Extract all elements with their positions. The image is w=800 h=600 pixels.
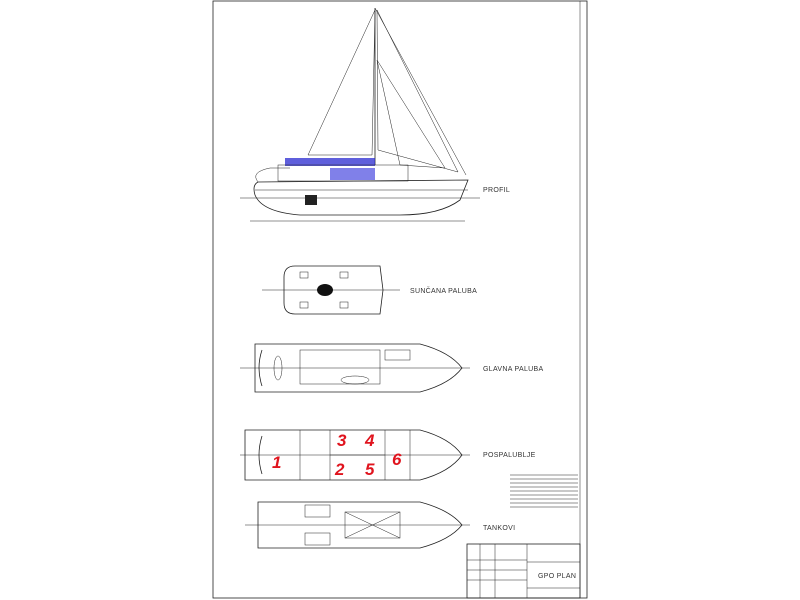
engine [305, 195, 317, 205]
profile-label: PROFIL [483, 187, 510, 194]
forestay [374, 7, 467, 176]
specifications-table [510, 474, 578, 508]
profile-view: PROFIL [240, 7, 510, 222]
drawing-title: GPO PLAN [538, 573, 576, 580]
cabin-number: 6 [392, 450, 402, 469]
saloon-window [330, 168, 375, 180]
cabin-number: 4 [364, 431, 375, 450]
main-deck-view: GLAVNA PALUBA [240, 343, 543, 393]
staysail [376, 59, 446, 169]
sun-deck-outline [283, 265, 384, 315]
hull-profile [253, 179, 469, 216]
cabin-number: 5 [365, 460, 375, 479]
main-deck-label: GLAVNA PALUBA [483, 366, 543, 373]
sun-deck-label: SUNČANA PALUBA [410, 286, 477, 295]
deck-canopy [285, 158, 375, 166]
tanks-label: TANKOVI [483, 525, 515, 532]
jacuzzi [317, 284, 333, 296]
title-block: GPO PLAN [466, 543, 581, 599]
tanks-outline [257, 501, 463, 549]
below-deck-label: POSPALUBLJE [483, 452, 536, 459]
stern [255, 167, 290, 183]
jib-sail [376, 9, 459, 173]
main-deck-outline [254, 343, 463, 393]
saloon-table [340, 375, 370, 385]
below-deck-view: 1 2 3 4 5 6 POSPALUBLJE [240, 429, 536, 481]
saloon [299, 349, 381, 385]
cabin-number: 1 [272, 453, 281, 472]
sheet-border [212, 0, 588, 599]
cabin-number: 3 [337, 431, 347, 450]
main-sail [307, 9, 376, 156]
tender [384, 349, 411, 361]
cabin-number: 2 [334, 460, 345, 479]
aft-table [273, 355, 283, 381]
below-deck-outline [244, 429, 463, 481]
tanks-view: TANKOVI [245, 501, 515, 549]
sun-deck-view: SUNČANA PALUBA [262, 265, 477, 315]
